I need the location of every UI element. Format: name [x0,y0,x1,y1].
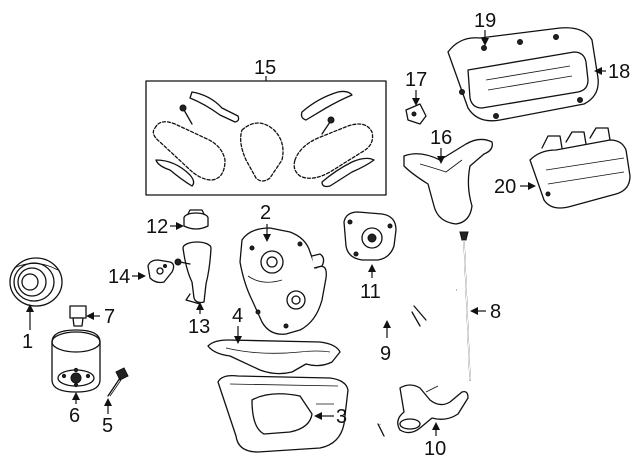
left-lower-guide [155,159,195,187]
callout-number: 13 [188,316,210,338]
timing-chain-kit [145,80,387,196]
right-guide-bolt [321,116,335,135]
callout-number: 18 [608,61,630,83]
primary-timing-chain [240,122,284,182]
callout-9: 9 [380,320,391,365]
right-lower-guide [321,157,375,188]
oil-pan [217,374,349,453]
callout-8: 8 [470,301,501,323]
callout-number: 2 [260,202,271,224]
valve-cover-bolt [481,45,487,51]
gasket [403,138,493,225]
oil-filler-tube [174,241,212,305]
valve-cover [447,27,599,122]
callout-17: 17 [405,69,427,106]
left-timing-chain [152,121,226,181]
left-guide-bolt [179,104,193,125]
right-timing-chain [293,123,374,179]
callout-number: 9 [380,343,391,365]
crankshaft-pulley [9,257,63,307]
callout-number: 3 [336,406,347,428]
callout-6: 6 [69,392,80,427]
callout-number: 7 [104,306,115,328]
intake-manifold [529,127,631,209]
left-upper-guide [189,91,240,123]
callout-number: 12 [146,216,168,238]
dipstick [459,231,471,381]
dipstick-tube [353,288,457,437]
oil-filter [51,329,101,393]
callout-1: 1 [22,304,34,353]
callout-number: 14 [108,266,130,288]
callout-15: 15 [254,57,276,81]
callout-16: 16 [430,127,452,164]
right-upper-guide [300,90,353,121]
callout-13: 13 [188,302,210,338]
callout-number: 15 [254,57,276,79]
callout-number: 11 [360,281,381,303]
callout-12: 12 [146,216,184,238]
callout-3: 3 [314,406,347,428]
callout-19: 19 [474,10,496,46]
bracket [405,103,427,125]
oil-pan-gasket [207,339,341,375]
callout-11: 11 [360,264,381,303]
callout-number: 19 [474,10,496,32]
oil-drain-plug [69,305,87,327]
callout-14: 14 [108,266,146,288]
callout-number: 10 [424,438,446,460]
oil-filler-cap [183,209,209,230]
oil-pump [343,211,397,261]
callout-5: 5 [102,398,113,437]
callout-number: 6 [69,405,80,427]
callout-number: 16 [430,127,452,149]
callout-4: 4 [232,305,243,344]
callout-number: 5 [102,415,113,437]
callout-20: 20 [494,176,536,198]
oil-pickup-tube [397,384,469,434]
callout-number: 4 [232,305,243,327]
callout-10: 10 [424,422,446,460]
callout-2: 2 [260,202,271,242]
timing-cover [239,227,327,335]
callout-number: 8 [490,301,501,323]
callout-number: 17 [405,69,427,91]
callout-number: 1 [22,331,33,353]
adapter-bracket [147,259,175,284]
callout-number: 20 [494,176,516,198]
callout-18: 18 [594,61,630,83]
bolt [107,367,129,397]
callout-7: 7 [86,306,115,328]
